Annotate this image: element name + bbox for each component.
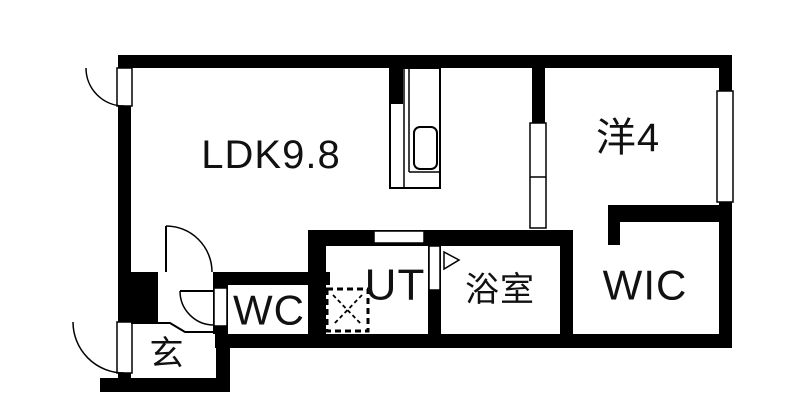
kitchen-sink [413,126,438,170]
wall-top [118,55,732,68]
window-western-room [716,90,734,203]
wall-entrance-right [216,334,230,392]
door-panel-entrance [116,321,133,374]
wall-ldk-western [532,55,545,123]
door-arc-top-left [85,67,125,107]
utility-label: UT [365,261,426,310]
entrance-step-line [131,322,216,333]
wall-kitchen-stub [390,68,403,104]
washer-pan-icon [325,287,370,333]
sliding-door-ldk-western [529,122,547,229]
door-panel-top-left [116,67,133,107]
door-arc-wc [179,290,215,326]
wc-label: WC [233,287,305,334]
wall-hall-corner [131,272,158,323]
wall-bottom-entrance [100,378,230,392]
wall-left [118,55,131,392]
wic-label: WIC [603,262,688,309]
wall-wic-hook-stub [608,205,620,245]
wall-bath-wic [560,230,573,348]
door-arc-ldk [165,225,213,273]
door-arc-entrance [72,321,125,374]
western-room-label: 洋4 [596,116,660,160]
door-panel-bath [428,245,441,291]
wall-wc-top [213,272,330,285]
bath-door-triangle-icon [443,250,461,271]
wall-bottom-main [215,334,732,348]
bath-label: 浴室 [465,271,535,309]
door-opening-ut [373,230,425,244]
entrance-label: 玄 [150,335,185,373]
wall-wic-hook-bar [608,205,732,222]
door-panel-wc [213,287,228,327]
ldk-label: LDK9.8 [201,133,340,177]
wall-ut-left [308,246,326,334]
